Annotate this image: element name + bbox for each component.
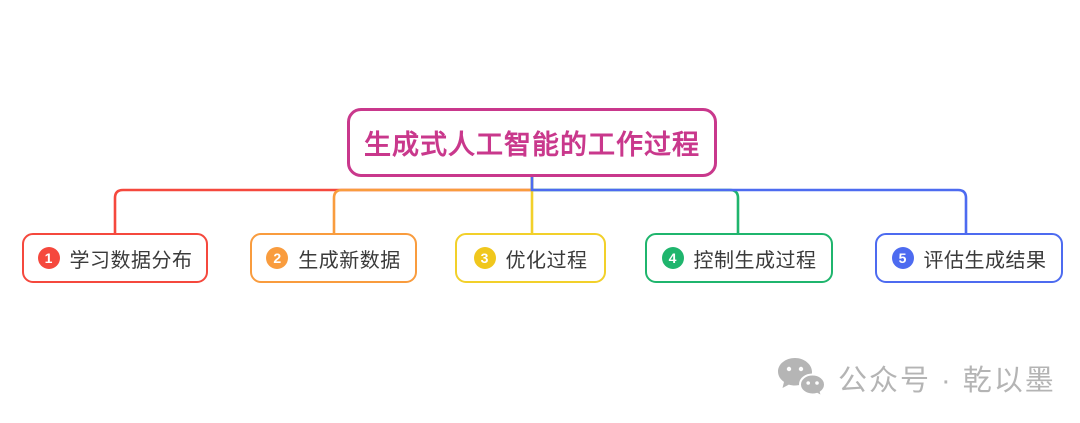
node-evaluate-results[interactable]: 5 评估生成结果 [875, 233, 1063, 283]
node-label: 生成新数据 [298, 249, 401, 272]
watermark: 公众号 · 乾以墨 [776, 356, 1056, 400]
number-badge-3: 3 [473, 247, 496, 269]
node-learn-data-distribution[interactable]: 1 学习数据分布 [22, 233, 208, 283]
node-optimization-process[interactable]: 3 优化过程 [455, 233, 606, 283]
number-badge-1: 1 [37, 247, 60, 269]
node-label: 评估生成结果 [923, 249, 1047, 272]
node-control-generation[interactable]: 4 控制生成过程 [645, 233, 833, 283]
wechat-icon [778, 358, 826, 399]
number-badge-2: 2 [266, 247, 289, 269]
edge-to-node-4 [530, 176, 740, 234]
number-badge-4: 4 [661, 247, 684, 269]
node-generate-new-data[interactable]: 2 生成新数据 [250, 233, 417, 283]
root-node-label: 生成式人工智能的工作过程 [364, 130, 700, 160]
number-badge-5: 5 [891, 247, 914, 269]
root-node[interactable]: 生成式人工智能的工作过程 [347, 108, 717, 177]
edge-to-node-5 [530, 176, 968, 234]
watermark-text: 公众号 · 乾以墨 [838, 365, 1056, 397]
node-label: 优化过程 [505, 249, 588, 272]
edge-to-node-1 [113, 176, 534, 234]
node-label: 控制生成过程 [693, 249, 817, 272]
edge-to-node-2 [332, 176, 534, 234]
node-label: 学习数据分布 [69, 249, 193, 272]
